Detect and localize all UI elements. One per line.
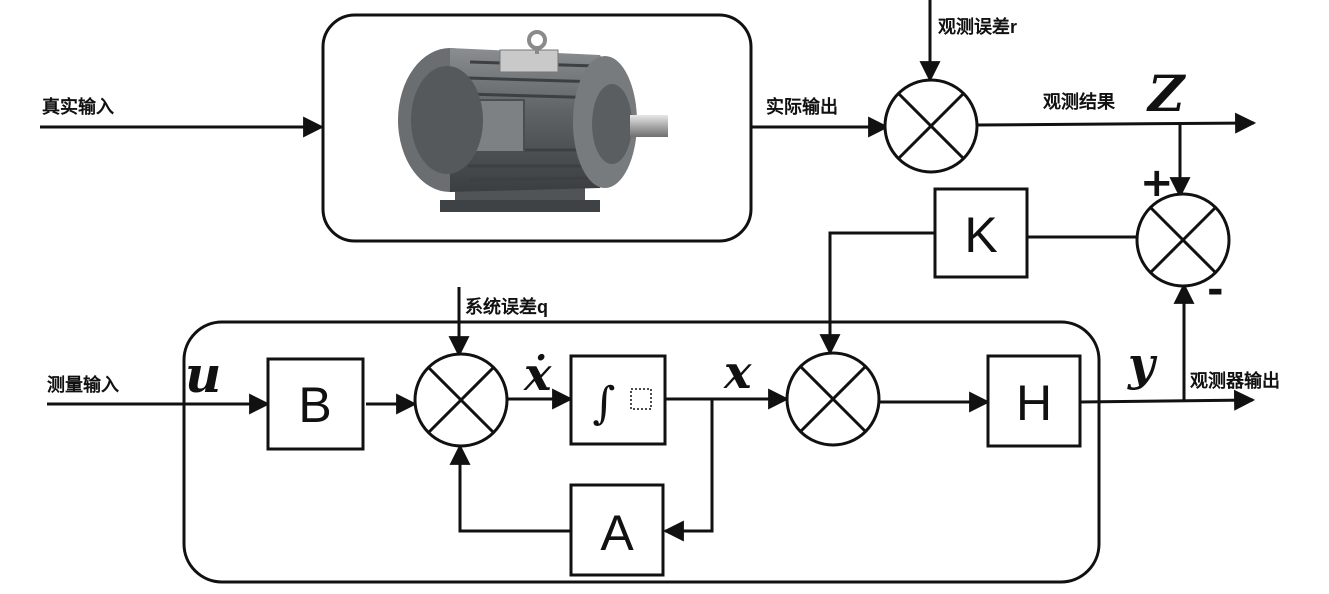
x-symbol: x: [723, 345, 752, 399]
z-symbol: Z: [1146, 64, 1187, 123]
actual-output-label: 实际输出: [766, 96, 838, 117]
x-dot-symbol: ẋ: [523, 347, 552, 401]
a-to-sum-arrow: [449, 443, 571, 533]
u-symbol: u: [185, 345, 221, 404]
observer-output-arrow: [1079, 389, 1256, 411]
k-block: K: [933, 187, 1029, 279]
observation-sum-junction: [883, 78, 979, 174]
measured-input-label: 测量输入: [47, 374, 119, 395]
electric-motor-image: [398, 30, 668, 212]
plus-sign: +: [1140, 160, 1174, 206]
placeholder-box-icon: [630, 388, 652, 410]
integral-sign-icon: ∫: [593, 378, 616, 429]
h-block: H: [986, 354, 1082, 448]
k-to-correction-sum-arrow: [819, 231, 935, 356]
b-block: B: [266, 357, 365, 451]
y-symbol: y: [1127, 337, 1158, 391]
correction-sum-junction: [785, 351, 881, 447]
h-block-label: H: [1016, 375, 1052, 431]
x-to-a-arrow: [662, 399, 714, 542]
comparator-junction: [1135, 192, 1231, 288]
b-block-label: B: [298, 377, 331, 433]
true-input-label: 真实输入: [42, 96, 114, 117]
state-sum-junction: [413, 352, 509, 448]
k-block-label: K: [964, 207, 997, 263]
integrator-block: ∫: [569, 354, 667, 446]
observation-error-label: 观测误差r: [938, 16, 1017, 37]
observer-output-label: 观测器输出: [1190, 370, 1280, 391]
a-block-label: A: [600, 505, 634, 561]
observation-result-label: 观测结果: [1043, 91, 1116, 112]
a-block: A: [569, 483, 665, 577]
system-error-label: 系统误差q: [465, 296, 548, 317]
minus-sign: -: [1207, 267, 1224, 313]
observation-result-arrow: [977, 112, 1257, 134]
